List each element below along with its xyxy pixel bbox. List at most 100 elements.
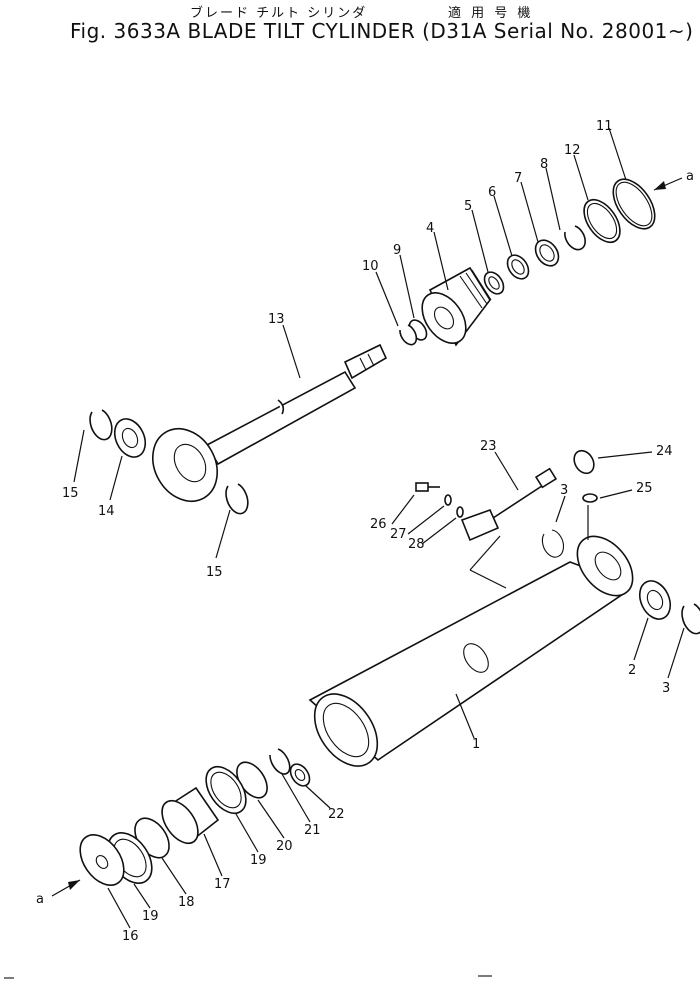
figure-title: Fig. 3633A BLADE TILT CYLINDER (D31A Ser… bbox=[70, 19, 693, 43]
part-23-nut bbox=[534, 467, 558, 489]
leader-16 bbox=[107, 887, 131, 929]
japanese-title: ブレード チルト シリンダ bbox=[190, 6, 368, 21]
figure-number: Fig. 3633A bbox=[70, 19, 181, 43]
leader-1 bbox=[455, 693, 475, 739]
callout-8: 8 bbox=[540, 157, 548, 172]
callout-22: 22 bbox=[328, 807, 345, 822]
callout-11: 11 bbox=[596, 119, 613, 134]
leader-3b bbox=[667, 627, 685, 679]
leader-24 bbox=[597, 451, 653, 459]
leader-25 bbox=[599, 489, 633, 499]
part-28-washer bbox=[456, 506, 464, 518]
leader-22 bbox=[305, 785, 331, 809]
leader-19b bbox=[133, 883, 151, 909]
part-3-snap-ring-lower bbox=[681, 603, 700, 635]
leader-bracket-link-1 bbox=[469, 569, 507, 589]
part-13-thread-2 bbox=[367, 353, 375, 367]
part-13-rod-shaft bbox=[205, 370, 357, 466]
leader-21 bbox=[281, 773, 311, 823]
callout-19-upper: 19 bbox=[250, 853, 267, 868]
arrow-a-upper-head bbox=[654, 181, 666, 190]
callout-10: 10 bbox=[362, 259, 379, 274]
callout-27: 27 bbox=[390, 527, 407, 542]
callout-20: 20 bbox=[276, 839, 293, 854]
part-5-collar-inner bbox=[488, 276, 500, 290]
callout-7: 7 bbox=[514, 171, 522, 186]
leader-26 bbox=[391, 494, 415, 525]
part-4-cylinder-head-face bbox=[421, 292, 467, 344]
part-6-bushing bbox=[506, 254, 530, 280]
part-22-nut-bore bbox=[294, 769, 306, 781]
callout-24: 24 bbox=[656, 444, 673, 459]
callout-3-upper: 3 bbox=[560, 483, 568, 498]
part-13-rod-break bbox=[277, 399, 285, 415]
part-16-piston-cap bbox=[79, 834, 125, 886]
part-15-snap-ring-right bbox=[225, 483, 249, 515]
callout-6: 6 bbox=[488, 185, 496, 200]
part-4-thread-2 bbox=[465, 272, 488, 305]
callout-21: 21 bbox=[304, 823, 321, 838]
callout-19-lower: 19 bbox=[142, 909, 159, 924]
part-24-elbow bbox=[573, 449, 595, 475]
callout-23: 23 bbox=[480, 439, 497, 454]
part-10-snap-ring bbox=[399, 324, 418, 346]
part-1-tube-eye-bore bbox=[594, 551, 622, 581]
leader-6 bbox=[493, 195, 513, 257]
leader-4 bbox=[433, 231, 449, 291]
part-1-tube-eye bbox=[576, 535, 634, 597]
leader-9 bbox=[399, 254, 415, 319]
leader-15b bbox=[215, 509, 231, 559]
part-13-rod-eye bbox=[152, 428, 218, 502]
callout-16: 16 bbox=[122, 929, 139, 944]
part-19-seal-a-inner bbox=[210, 771, 242, 809]
callout-13: 13 bbox=[268, 312, 285, 327]
part-13-rod-eye-bore bbox=[173, 443, 207, 483]
part-13-rod-thread bbox=[343, 343, 388, 380]
part-12-ring-inner bbox=[586, 202, 618, 240]
part-16-cap-bore bbox=[95, 855, 109, 869]
callout-15-right: 15 bbox=[206, 565, 223, 580]
callout-15-left: 15 bbox=[62, 486, 79, 501]
figure-name: BLADE TILT CYLINDER bbox=[187, 19, 416, 43]
serial-applicability: (D31A Serial No. 28001~) bbox=[422, 19, 694, 43]
part-6-bushing-inner bbox=[511, 259, 525, 275]
leader-7 bbox=[520, 181, 539, 243]
callout-a-upper: a bbox=[686, 169, 694, 184]
part-8-snap-ring bbox=[564, 225, 586, 251]
leader-3a bbox=[555, 495, 566, 523]
leader-15a bbox=[73, 429, 85, 483]
part-23-tube bbox=[489, 481, 549, 521]
callout-4: 4 bbox=[426, 221, 434, 236]
part-15-snap-ring-left bbox=[89, 409, 113, 441]
callout-a-lower: a bbox=[36, 892, 44, 907]
callout-3-lower: 3 bbox=[662, 681, 670, 696]
part-13-thread-1 bbox=[359, 357, 367, 371]
arrow-a-lower-head bbox=[68, 880, 80, 890]
callout-25: 25 bbox=[636, 481, 653, 496]
part-17-piston-face bbox=[161, 799, 199, 845]
leader-12 bbox=[573, 154, 589, 201]
japanese-applicability: 適 用 号 機 bbox=[448, 6, 534, 21]
callout-12: 12 bbox=[564, 143, 581, 158]
leader-28 bbox=[421, 517, 457, 545]
callout-17: 17 bbox=[214, 877, 231, 892]
part-1-tube-bore bbox=[322, 702, 370, 758]
callout-5: 5 bbox=[464, 199, 472, 214]
part-26-bolt-head bbox=[415, 482, 429, 492]
part-22-nut bbox=[289, 763, 311, 787]
part-19-seal-a bbox=[205, 766, 247, 814]
part-11-ring-inner bbox=[615, 181, 653, 227]
part-4-cylinder-head-bore bbox=[433, 306, 455, 330]
leader-10 bbox=[375, 271, 399, 327]
leader-11 bbox=[608, 127, 627, 181]
callout-1: 1 bbox=[472, 737, 480, 752]
leader-2 bbox=[633, 617, 649, 661]
part-2-bushing bbox=[638, 580, 672, 620]
part-27-washer bbox=[444, 494, 452, 506]
leader-14 bbox=[109, 455, 123, 501]
part-1-tube-break bbox=[463, 643, 489, 673]
part-7-seal-inner bbox=[539, 244, 555, 262]
part-25-oring bbox=[582, 493, 598, 503]
leader-18 bbox=[161, 857, 187, 895]
